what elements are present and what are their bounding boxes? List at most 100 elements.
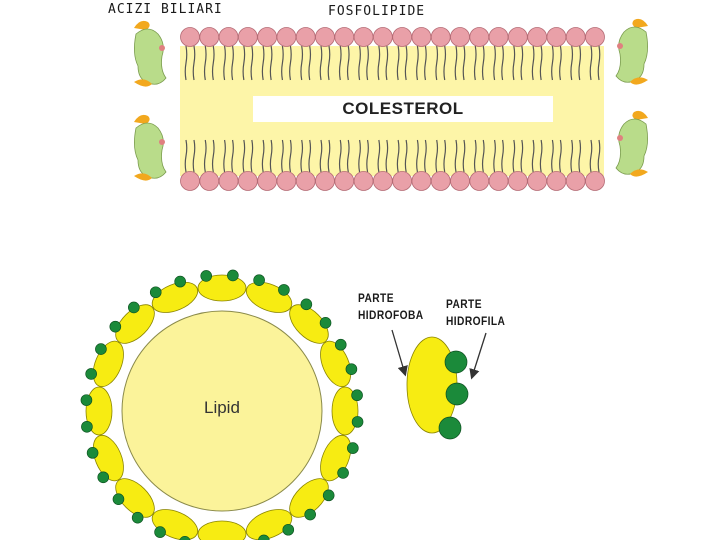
micelle-head (351, 389, 363, 402)
phospholipid-tails (551, 45, 562, 81)
micelle-head (227, 269, 239, 282)
phospholipid-head-bottom (430, 171, 451, 191)
phospholipid-tails (203, 139, 215, 173)
phospholipid-head-top (334, 27, 355, 47)
bile-acid-molecule (134, 20, 167, 87)
micelle-head (253, 274, 265, 286)
micelle-head (282, 523, 295, 536)
hydrophilic-label: PARTE HIDROFILA (446, 296, 505, 330)
phospholipid-head-bottom (488, 171, 509, 191)
phospholipid-head-top (450, 27, 470, 47)
phospholipid-head-top (315, 27, 335, 47)
single-micelle-unit (406, 336, 469, 440)
micelle-head (347, 442, 359, 454)
phospholipid-head-bottom (218, 171, 239, 191)
hydrophobic-label-line1: PARTE (358, 291, 394, 305)
phospholipid-tails (358, 45, 369, 81)
phospholipid-head-bottom (334, 171, 355, 191)
hydrophilic-head (438, 416, 462, 440)
phospholipid-tails (473, 45, 485, 81)
phospholipid-head-top (218, 27, 239, 47)
micelle-head (304, 508, 316, 521)
micelle-head (337, 467, 349, 479)
phospholipid-tails (512, 139, 524, 173)
micelle-head (86, 447, 99, 459)
phospholipid-head-top (237, 27, 258, 47)
phospholipid-head-bottom (372, 171, 393, 191)
phospholipid-head-bottom (237, 171, 258, 191)
phospholipid-head-bottom (411, 171, 432, 191)
micelle-unit (92, 340, 124, 388)
lipid-core (121, 310, 323, 512)
phospholipid-head-top (180, 27, 200, 47)
micelle-unit (289, 478, 329, 518)
phospholipid-tails (281, 139, 292, 173)
micelle-unit (197, 274, 247, 302)
phospholipid-tails (261, 139, 273, 173)
phospholipid-head-bottom (585, 171, 605, 191)
micelle-unit (320, 434, 352, 482)
micelle-unit (92, 434, 124, 482)
phospholipid-tails (454, 139, 466, 173)
phospholipid-tails (338, 45, 350, 81)
phospholipid-tails (223, 139, 234, 173)
micelle-unit (320, 340, 352, 388)
micelle-head (278, 284, 290, 296)
phospholipid-tails (570, 139, 582, 173)
micelle-unit (289, 304, 329, 344)
phospholipid-tails (531, 139, 543, 173)
phospholipid-head-bottom (353, 171, 374, 191)
phospholipid-head-top (295, 27, 316, 47)
phospholipid-head-top (546, 27, 567, 47)
cholesterol-label: COLESTEROL (253, 96, 553, 122)
phospholipid-head-top (257, 27, 278, 47)
hydrophobic-label-line2: HIDROFOBA (358, 308, 424, 322)
phospholipid-tails (300, 139, 312, 173)
phospholipid-tails (338, 139, 350, 173)
phospholipid-tails (184, 139, 196, 173)
phospholipid-tails (396, 139, 408, 173)
phospholipid-head-top (527, 27, 548, 47)
micelle-head (154, 526, 166, 538)
phospholipid-tails (242, 45, 254, 81)
phospholipid-head-top (585, 27, 605, 47)
phospholipid-tails (473, 139, 485, 173)
hydrophilic-head (445, 382, 469, 406)
phospholipid-head-bottom (276, 171, 297, 191)
hydrophobic-label: PARTE HIDROFOBA (358, 290, 424, 324)
phospholipid-head-bottom (527, 171, 548, 191)
phospholipid-tails (435, 139, 447, 173)
phospholipid-tails (589, 45, 601, 81)
micelle-unit (85, 386, 113, 436)
phospholipid-head-bottom (295, 171, 316, 191)
micelle-unit (151, 281, 199, 313)
phospholipid-tails (416, 139, 427, 173)
bile-acid-molecule (134, 114, 167, 181)
phospholipid-head-bottom (180, 171, 200, 191)
phospholipid-tails (300, 45, 312, 81)
micelle-unit (245, 281, 293, 313)
micelle-unit (115, 304, 155, 344)
phospholipid-tails (493, 139, 504, 173)
bile-acid-molecule (615, 18, 648, 85)
micelle-head (95, 343, 107, 355)
phospholipid-head-top (507, 27, 528, 47)
micelle-head (334, 338, 347, 351)
phospholipid-tails (493, 45, 504, 81)
micelle-head (128, 301, 140, 314)
phospholipid-head-bottom (392, 171, 413, 191)
phospholipid-tails (242, 139, 254, 173)
phospholipid-head-bottom (469, 171, 490, 191)
micelle-head (131, 511, 144, 524)
hydrophilic-head (444, 350, 468, 374)
micelle-head (109, 320, 122, 333)
micelle-unit (245, 509, 293, 541)
phospholipid-tails (377, 45, 389, 81)
phospholipid-head-top (353, 27, 374, 47)
cholesterol-label-text: COLESTEROL (342, 99, 464, 118)
phospholipid-tails (512, 45, 524, 81)
bile-acid-molecule (615, 110, 648, 177)
phospholipid-head-top (276, 27, 297, 47)
phospholipid-tails (531, 45, 543, 81)
